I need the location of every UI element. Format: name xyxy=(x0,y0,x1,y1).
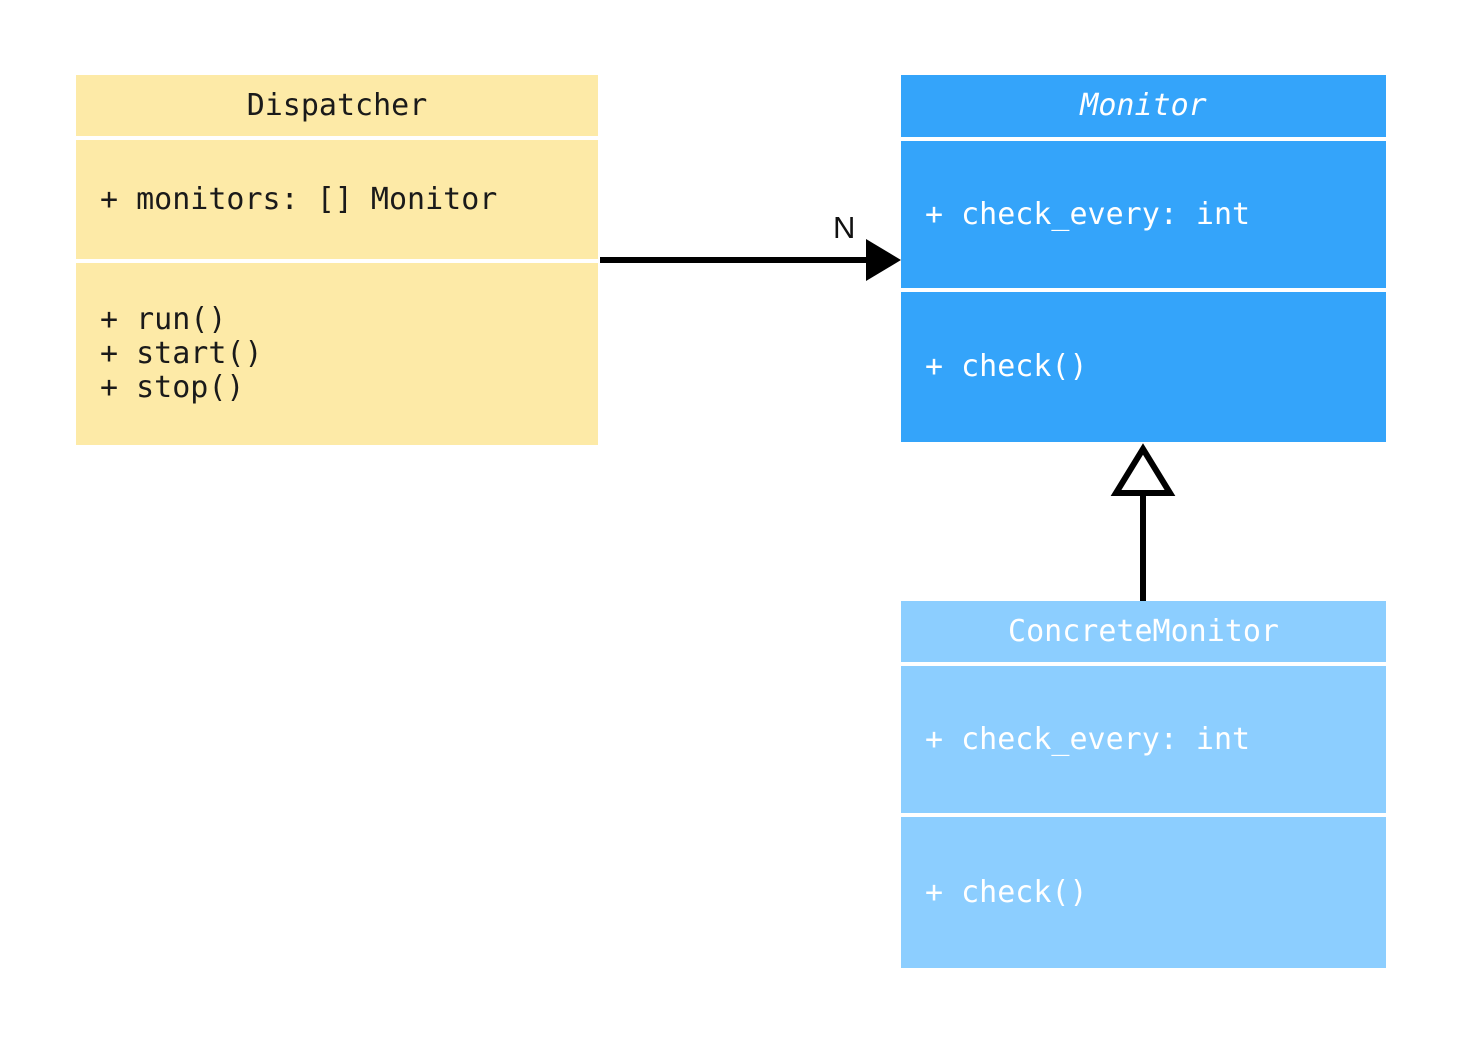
association-arrowhead-icon xyxy=(866,239,901,281)
uml-class-monitor[interactable]: Monitor + check_every: int + check() xyxy=(901,75,1386,442)
dispatcher-class-name: Dispatcher xyxy=(246,87,428,123)
dispatcher-attribute: + monitors: [] Monitor xyxy=(100,181,498,217)
dispatcher-method: + run() xyxy=(100,302,227,337)
concrete-monitor-attribute: + check_every: int xyxy=(925,721,1251,757)
generalization-hollow-triangle-icon xyxy=(1110,443,1176,496)
dispatcher-method: + start() xyxy=(100,336,263,371)
association-dispatcher-to-monitor xyxy=(600,239,901,281)
monitor-attributes-compartment: + check_every: int xyxy=(901,141,1386,288)
concrete-monitor-class-name: ConcreteMonitor xyxy=(1008,613,1279,649)
monitor-method: + check() xyxy=(925,349,1088,384)
monitor-title-compartment: Monitor xyxy=(901,75,1386,137)
uml-class-dispatcher[interactable]: Dispatcher + monitors: [] Monitor + run(… xyxy=(76,75,598,445)
concrete-monitor-methods-compartment: + check() xyxy=(901,817,1386,968)
generalization-concrete-monitor-to-monitor xyxy=(1110,443,1176,601)
concrete-monitor-title-compartment: ConcreteMonitor xyxy=(901,601,1386,662)
concrete-monitor-method: + check() xyxy=(925,874,1088,910)
dispatcher-title-compartment: Dispatcher xyxy=(76,75,598,136)
concrete-monitor-attributes-compartment: + check_every: int xyxy=(901,666,1386,813)
association-multiplicity-label: N xyxy=(833,210,856,245)
monitor-methods-compartment: + check() xyxy=(901,292,1386,442)
dispatcher-methods-compartment: + run() + start() + stop() xyxy=(76,263,598,445)
dispatcher-attributes-compartment: + monitors: [] Monitor xyxy=(76,140,598,259)
dispatcher-method: + stop() xyxy=(100,370,245,405)
uml-class-concrete-monitor[interactable]: ConcreteMonitor + check_every: int + che… xyxy=(901,601,1386,968)
monitor-class-name: Monitor xyxy=(1080,88,1207,123)
monitor-attribute: + check_every: int xyxy=(925,196,1251,232)
